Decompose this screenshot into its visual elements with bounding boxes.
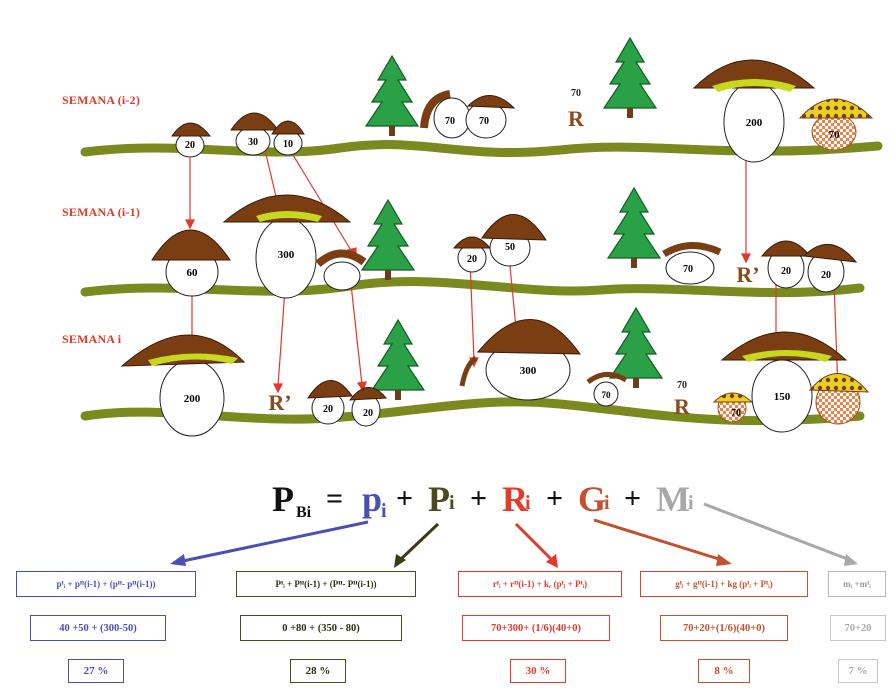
formula-term-R: R xyxy=(502,479,528,519)
mushroom: 150 xyxy=(720,331,848,433)
mushroom: 200 xyxy=(692,59,816,163)
forest-scene: 20 30 10 70 70 70 R 200 70 60 xyxy=(80,37,883,437)
svg-text:70: 70 xyxy=(829,129,841,141)
formula-term-M-sub: i xyxy=(688,492,694,514)
column-pi-result: 27 % xyxy=(68,659,124,683)
mushroom xyxy=(315,249,367,291)
formula-plus: + xyxy=(396,482,414,515)
svg-text:10: 10 xyxy=(283,139,293,150)
mushroom: 20 20 xyxy=(760,240,858,293)
svg-text:70: 70 xyxy=(683,264,693,275)
svg-text:20: 20 xyxy=(323,404,333,415)
formula-term-G-sub: i xyxy=(604,492,610,514)
tree-icon xyxy=(365,55,419,137)
mushroom: 20 20 xyxy=(307,380,388,427)
mushroom: 30 xyxy=(230,112,279,156)
column-Gi-expression: gᴵᵢ + gᴵᴵ(i-1) + kg (pᴵᵢ + Pᴵᵢ) xyxy=(640,571,808,597)
mushroom: 70 xyxy=(586,372,628,407)
svg-text:70: 70 xyxy=(602,390,612,400)
formula-lhs: P xyxy=(272,479,294,519)
svg-text:70: 70 xyxy=(571,88,581,99)
formula-term-p-sub: i xyxy=(381,500,387,522)
column-pi-expression: pᴵᵢ + pᴵᴵ(i-1) + (pᴵᴵ- pᴵᴵ(i-1)) xyxy=(16,571,196,597)
mushroom: 70 xyxy=(798,98,874,151)
svg-text:30: 30 xyxy=(248,137,258,148)
tree-icon xyxy=(371,319,425,401)
tree-icon xyxy=(361,199,415,281)
column-Mi-calculation: 70+20 xyxy=(830,615,886,641)
column-Mi-expression: mᵢ +mᴵᵢ xyxy=(828,571,886,597)
svg-text:R’: R’ xyxy=(268,390,291,415)
column-Ri-expression: rᴵᵢ + rᴵᴵ(i-1) + kᵣ (pᴵᵢ + Pᴵᵢ) xyxy=(458,571,622,597)
week-label-i-1: SEMANA (i-1) xyxy=(62,205,141,219)
r-marker: R’ xyxy=(268,390,291,415)
column-Pi-calculation: 0 +80 + (350 - 80) xyxy=(240,615,402,641)
formula-lhs-sub: Bi xyxy=(296,504,312,521)
formula-term-P: P xyxy=(428,479,450,519)
svg-text:50: 50 xyxy=(505,242,515,253)
svg-text:R: R xyxy=(568,106,585,131)
mushroom: 60 xyxy=(151,229,231,297)
column-Pi-expression: Pᴵᵢ + Pᴵᴵ(i-1) + (Pᴵᴵ- Pᴵᴵ(i-1)) xyxy=(236,571,416,597)
column-Pi-result: 28 % xyxy=(290,659,346,683)
ground-band-week2 xyxy=(80,277,865,298)
svg-text:200: 200 xyxy=(184,393,201,405)
mushroom: 200 xyxy=(120,334,246,437)
svg-text:200: 200 xyxy=(746,117,763,129)
svg-text:20: 20 xyxy=(185,140,195,151)
formula-plus: + xyxy=(546,482,564,515)
svg-text:300: 300 xyxy=(278,249,295,261)
column-pi-calculation: 40 +50 + (300-50) xyxy=(30,615,166,641)
formula-term-G: G xyxy=(578,479,607,519)
r-marker: 70 R xyxy=(568,88,585,131)
mushroom: 10 xyxy=(271,120,305,156)
formula-term-R-sub: i xyxy=(525,492,531,514)
mushroom: 300 xyxy=(222,194,352,299)
svg-text:20: 20 xyxy=(467,254,477,265)
ground-band-week1 xyxy=(80,140,883,158)
r-marker: R’ xyxy=(736,262,759,287)
svg-text:70: 70 xyxy=(479,116,489,127)
formula-term-P-sub: i xyxy=(449,492,455,514)
svg-text:20: 20 xyxy=(363,408,373,419)
svg-text:70: 70 xyxy=(445,116,455,127)
column-Gi-result: 8 % xyxy=(698,659,750,683)
formula: P Bi = p i + P i + R i + G i + M i xyxy=(0,470,894,540)
mushroom: 300 xyxy=(459,319,581,401)
formula-equals: = xyxy=(326,482,344,515)
svg-text:150: 150 xyxy=(774,391,791,403)
formula-arrows xyxy=(170,502,858,568)
column-Mi-result: 7 % xyxy=(838,659,878,683)
mushroom: 20 50 xyxy=(452,214,547,273)
column-Gi-calculation: 70+20+(1/6)(40+0) xyxy=(660,615,788,641)
week-label-i: SEMANA i xyxy=(62,332,122,346)
r-marker: 70 R xyxy=(674,380,691,419)
mushroom: 20 xyxy=(171,122,212,158)
formula-term-M: M xyxy=(656,479,690,519)
week-label-i-2: SEMANA (i-2) xyxy=(62,93,141,107)
svg-text:R’: R’ xyxy=(736,262,759,287)
tree-icon xyxy=(607,187,661,269)
formula-plus: + xyxy=(470,482,488,515)
svg-text:70: 70 xyxy=(677,380,687,391)
mushroom: 70 xyxy=(662,242,722,285)
svg-text:70: 70 xyxy=(731,408,741,419)
column-Ri-result: 30 % xyxy=(510,659,566,683)
svg-text:20: 20 xyxy=(821,270,831,281)
column-Ri-calculation: 70+300+ (1/6)(40+0) xyxy=(462,615,610,641)
tree-icon xyxy=(603,37,657,119)
mushroom xyxy=(808,373,870,425)
svg-text:R: R xyxy=(674,394,691,419)
svg-text:20: 20 xyxy=(781,266,791,277)
formula-term-p: p xyxy=(362,479,383,519)
mushroom: 70 70 xyxy=(420,90,516,139)
formula-plus: + xyxy=(624,482,642,515)
svg-text:300: 300 xyxy=(520,365,537,377)
svg-text:60: 60 xyxy=(187,267,199,279)
